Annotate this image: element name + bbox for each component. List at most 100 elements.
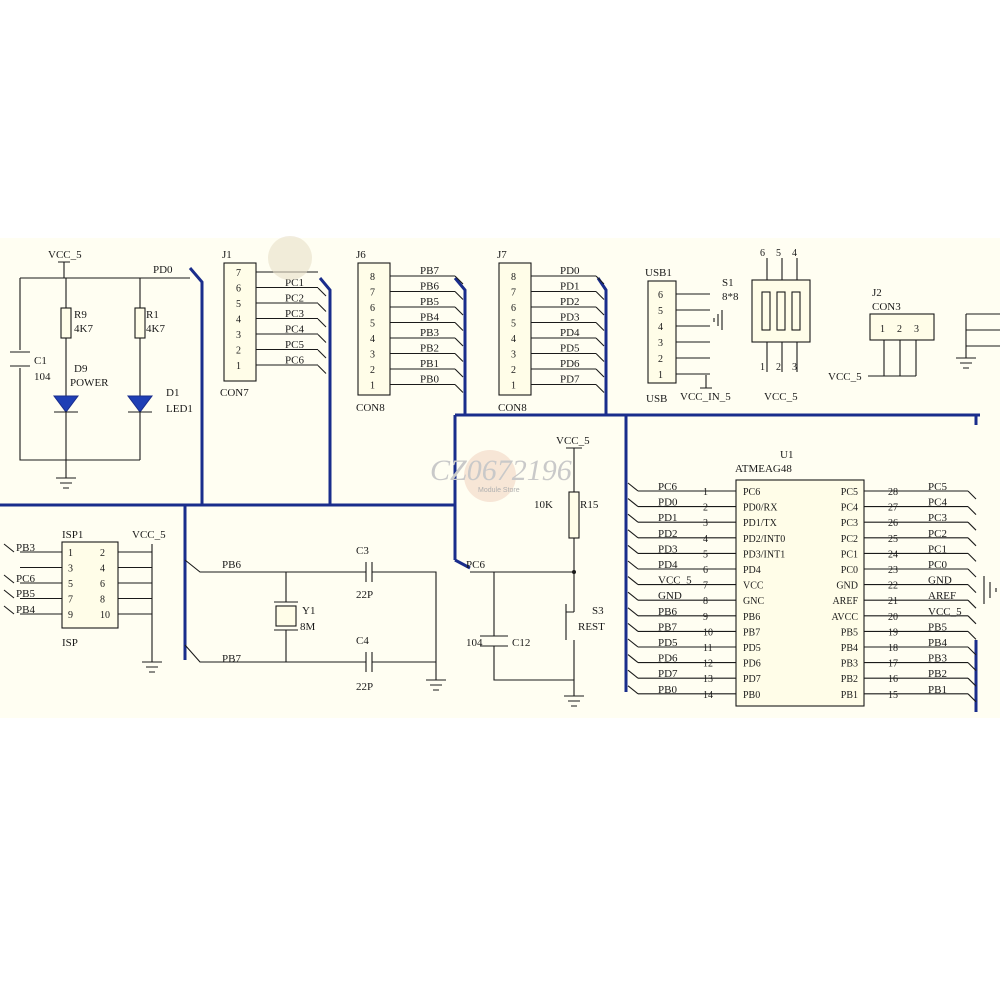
pin-number: 4 [511,334,516,345]
r15-ref: R15 [580,499,599,511]
ground-icon [713,310,723,330]
pin-number: 6 [236,284,241,295]
s1-top-pin: 5 [776,248,781,259]
net-label: PB5 [16,588,35,600]
u1-right-net: PC4 [928,497,947,509]
pin-number: 7 [68,595,73,606]
bus-entry [595,384,605,393]
pin-number: 9 [68,610,73,621]
pin-number: 1 [511,381,516,392]
pin-number: 2 [100,548,105,559]
bus-entry [627,560,639,570]
bus-entry [317,334,327,343]
pin-number: 1 [236,361,241,372]
u1-left-pin-name: PD7 [743,674,761,685]
pin-number: 3 [658,338,663,349]
u1-left-net: PD6 [658,653,678,665]
u1-right-pin-name: PC0 [841,565,858,576]
s1-value: 8*8 [722,291,739,303]
u1-left-net: VCC_5 [658,575,692,587]
u1-left-pin-name: PC6 [743,487,760,498]
bus-entry [3,574,15,584]
u1-right-pin-name: PB4 [841,643,858,654]
net-label: PC3 [285,308,304,320]
net-label: PC6 [16,573,35,585]
j6-ref: J6 [356,249,366,261]
bus-entry [454,291,464,300]
pb6-label: PB6 [222,559,241,571]
bus-entry [317,349,327,359]
u1-left-pin-number: 1 [703,487,708,498]
u1-left-pin-name: PB7 [743,627,760,638]
pin-number: 7 [370,288,375,299]
bus-entry [454,368,464,378]
u1-right-pin-number: 26 [888,518,898,529]
r15-value: 10K [534,499,553,511]
u1-right-pin-number: 15 [888,690,898,701]
u1-right-pin-number: 21 [888,596,898,607]
r1-resistor [134,307,146,339]
u1-left-net: PB7 [658,621,677,633]
bus-entry [627,607,639,617]
bus-entry [595,306,605,316]
pin-number: 4 [100,564,105,575]
u1-right-net: PC3 [928,512,947,524]
reset-section: PC6 104 C12 VCC_5 10K R15 S3 REST [466,435,605,707]
j2-ref: J2 [872,287,882,299]
pin-number: 8 [511,272,516,283]
net-label: PD5 [560,343,580,355]
bus-entry [454,275,464,285]
u1-right-pin-number: 25 [888,534,898,545]
bus-entry [967,537,977,547]
d9-led-icon [53,395,79,413]
u1-left-pin-name: PD6 [743,659,761,670]
net-label: PC1 [285,277,304,289]
u1-left-pin-name: VCC [743,581,764,592]
usb-ref: USB1 [645,267,672,279]
bus-entry [627,685,639,695]
bus-entry [317,287,327,297]
bus-entry [627,529,639,539]
c12-value: 104 [466,637,483,649]
s1-ref: S1 [722,277,734,289]
u1-right-pin-name: PC2 [841,534,858,545]
u1-right-pin-name: PC3 [841,518,858,529]
j2-name: CON3 [872,301,901,313]
u1-left-pin-number: 5 [703,549,708,560]
u1-left-net: PD0 [658,497,678,509]
u1-right-net: AREF [928,590,956,602]
u1-left-net: PD1 [658,512,678,524]
pin-number: 8 [370,272,375,283]
ground-icon [956,313,1000,369]
net-label: PB6 [420,281,439,293]
bus-entry [595,353,605,362]
c12-ref: C12 [512,637,530,649]
u1-left-pin-number: 9 [703,612,708,623]
pin-number: 4 [370,334,375,345]
bus-entry [595,368,605,378]
c3-ref: C3 [356,545,369,557]
bus-entry [627,544,639,554]
u1-right-net: PB2 [928,668,947,680]
u1-left-pin-number: 14 [703,690,713,701]
j7-ref: J7 [497,249,507,261]
bus-entry [967,584,977,593]
u1-right-net: PB3 [928,653,947,665]
u1-right-pin-name: PC1 [841,549,858,560]
net-label: PB3 [16,542,35,554]
net-label: PB1 [420,358,439,370]
u1-right-pin-name: PC5 [841,487,858,498]
u1-body [735,479,865,707]
bus-entry [595,275,605,285]
pin-number: 7 [236,268,241,279]
pin-number: 5 [68,579,73,590]
net-label: PB4 [420,312,439,324]
bus-entry [967,521,977,531]
net-label: PC4 [285,324,304,336]
d1-ref: D1 [166,387,179,399]
pin-number: 1 [68,548,73,559]
